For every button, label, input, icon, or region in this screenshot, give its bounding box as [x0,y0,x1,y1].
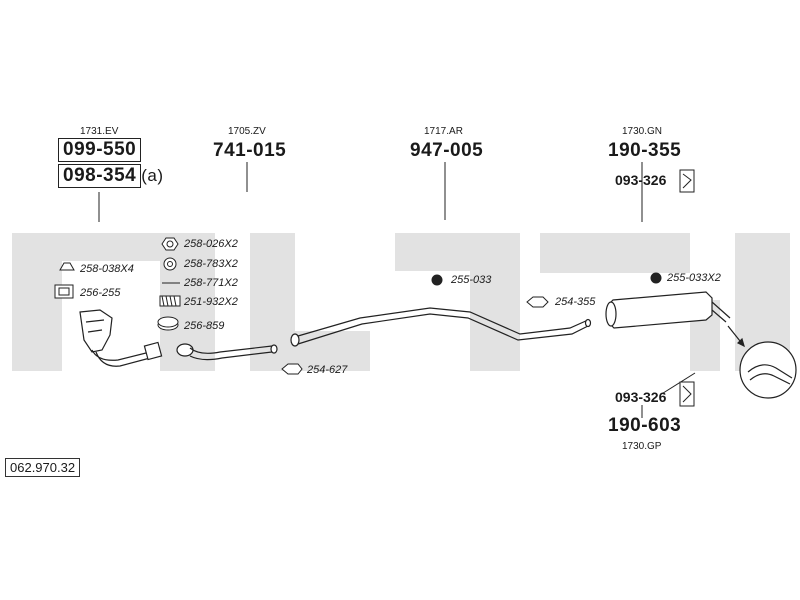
part-label-258-783: 258-783X2 [184,258,238,270]
part-label-254-355: 254-355 [555,296,596,308]
front-pipe [176,343,278,361]
clamp-254-627-icon [281,363,303,375]
part-label-258-038: 258-038X4 [80,263,134,275]
watermark-block [470,233,520,371]
part-label-255-033: 255-033 [451,274,492,286]
mount-bracket-top-detail-icon [682,173,692,189]
gasket-258-038-icon [59,262,75,271]
gasket-256-255-inner-icon [58,287,70,296]
rubber-mount-255-033-icon [431,274,443,286]
mount-bracket-top-icon [679,169,695,193]
part-label-258-771: 258-771X2 [184,277,238,289]
mount-bracket-bottom-icon [679,381,695,407]
part-label-255-033x2: 255-033X2 [667,272,721,284]
part-label-254-627: 254-627 [307,364,348,376]
rubber-mount-255-033x2-icon [650,272,662,284]
assembly-code-1730gn: 1730.GN [622,126,663,137]
clamp-254-355-icon [526,296,549,308]
watermark-block [12,233,187,261]
watermark-block [540,233,690,273]
part-number-190-355: 190-355 [608,140,682,161]
part-number-099-550: 099-550 [58,138,142,162]
washer-hole-icon [167,261,173,267]
diagram-reference-number: 062.970.32 [5,458,81,477]
catalytic-converter [79,309,163,367]
part-number-098-354-row: 098-354(a) [58,164,164,188]
rear-silencer [605,291,731,329]
assembly-code-1717ar: 1717.AR [424,126,463,137]
part-number-741-015: 741-015 [213,140,287,161]
part-label-258-026: 258-026X2 [184,238,238,250]
mount-bracket-bottom-detail-icon [682,385,692,403]
part-number-947-005: 947-005 [410,140,484,161]
mount-number-bottom: 093-326 [615,389,667,405]
part-label-256-859: 256-859 [184,320,225,332]
assembly-code-1730gp: 1730.GP [622,441,662,452]
callout-line-mount-bottom [659,372,696,396]
part-label-251-932: 251-932X2 [184,296,238,308]
ring-top-icon [157,316,179,328]
tailpipe-detail [727,325,797,399]
assembly-code-1731ev: 1731.EV [80,126,119,137]
mount-number-top: 093-326 [615,172,667,188]
middle-pipe [290,307,592,347]
spring-coil-icon [161,295,177,307]
nut-hole-icon [166,240,174,248]
part-number-098-354: 098-354 [58,164,142,188]
part-suffix-a: (a) [141,166,164,185]
part-label-256-255: 256-255 [80,287,121,299]
part-number-190-603: 190-603 [608,415,682,436]
assembly-code-1705zv: 1705.ZV [228,126,266,137]
